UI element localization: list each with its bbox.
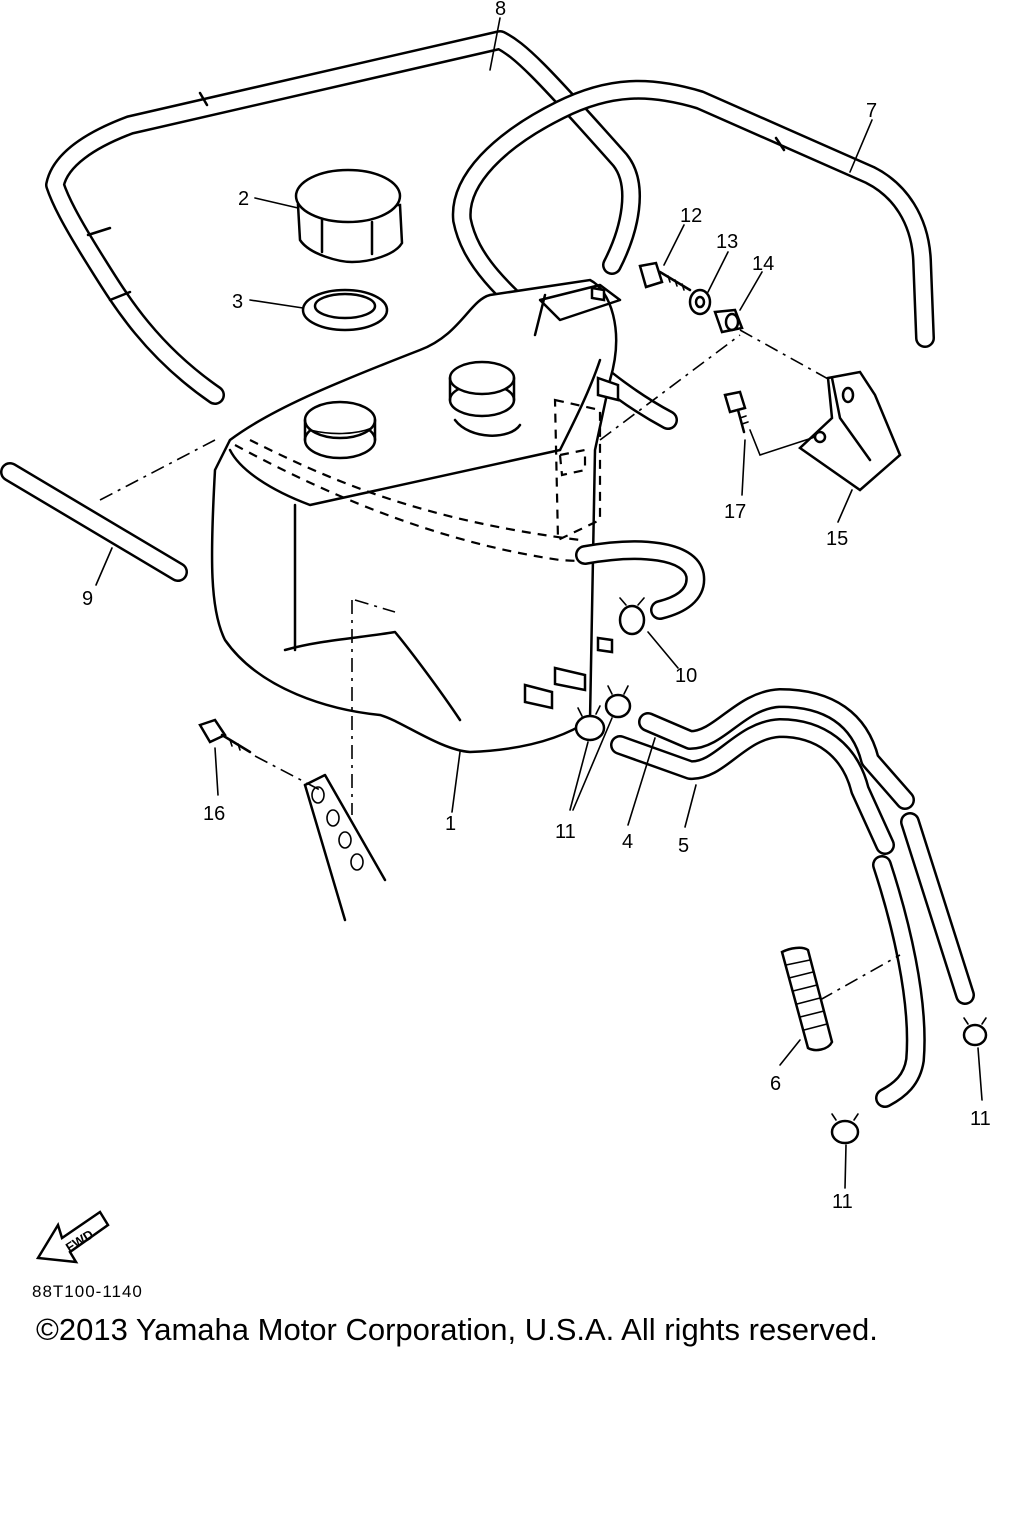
washer-13: [688, 288, 712, 316]
callout-9: 9: [82, 588, 93, 610]
callout-5: 5: [678, 835, 689, 857]
hose-4-lower: [900, 812, 975, 1005]
callout-6: 6: [770, 1073, 781, 1095]
callout-2: 2: [238, 188, 249, 210]
callout-numbers: 8 2 3 7 12 13 14 9 17 15 10 16 1 11 4 5 …: [82, 0, 991, 1213]
callout-10: 10: [675, 665, 697, 687]
callout-15: 15: [826, 528, 848, 550]
callout-13: 13: [716, 231, 738, 253]
callout-11-tank: 11: [555, 821, 576, 843]
callout-7: 7: [866, 100, 877, 122]
hose-9: [0, 439, 216, 582]
bolt-16: [198, 718, 321, 791]
tank-cap: [294, 168, 404, 264]
callout-3: 3: [232, 291, 243, 313]
copyright-notice: ©2013 Yamaha Motor Corporation, U.S.A. A…: [36, 1312, 878, 1347]
clamp-11-bottom: [830, 1113, 860, 1145]
leader-lines: [95, 17, 983, 1189]
screw-17: [723, 390, 816, 456]
collar-14: [713, 308, 744, 334]
hose-4: [638, 688, 915, 810]
fwd-arrow-icon: FWD: [35, 1210, 110, 1264]
clamp-11-right: [962, 1017, 988, 1047]
callout-17: 17: [724, 501, 746, 523]
hose-8: [45, 30, 641, 405]
bracket-15: [599, 329, 902, 492]
frame-bracket: [303, 599, 396, 922]
callout-4: 4: [622, 831, 633, 853]
reference-code: 88T100-1140: [32, 1282, 143, 1301]
callout-14: 14: [752, 253, 774, 275]
oil-tank: [210, 278, 706, 754]
callout-1: 1: [445, 813, 456, 835]
callout-8: 8: [495, 0, 506, 20]
callout-11-bottom: 11: [832, 1191, 853, 1213]
hose-5-lower: [872, 855, 926, 1108]
hose-5: [610, 718, 895, 855]
hose-protector-6: [780, 946, 901, 1052]
clip-10: [618, 597, 646, 636]
callout-16: 16: [203, 803, 225, 825]
bolt-12: [638, 261, 692, 292]
callout-11-right: 11: [970, 1108, 991, 1130]
clamps-11-group: [574, 685, 632, 742]
callout-12: 12: [680, 205, 702, 227]
cap-gasket: [301, 288, 389, 332]
